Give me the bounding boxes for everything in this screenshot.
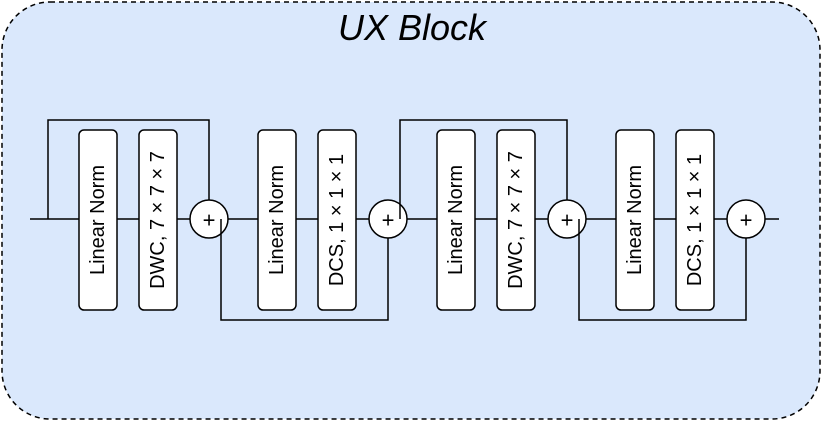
conv-label: DCS, 1 × 1 × 1 bbox=[684, 154, 706, 286]
add-symbol: + bbox=[203, 208, 216, 233]
conv-box bbox=[317, 129, 357, 311]
linear-norm-label: Linear Norm bbox=[266, 165, 288, 275]
linear-norm-label: Linear Norm bbox=[445, 165, 467, 275]
linear-norm-label: Linear Norm bbox=[624, 165, 646, 275]
stages-group: Linear Norm DWC, 7 × 7 × 7 + Linear Norm DCS… bbox=[30, 119, 779, 321]
conv-box bbox=[138, 129, 178, 311]
linear-norm-box bbox=[436, 129, 476, 311]
diagram-title: UX Block bbox=[338, 7, 488, 48]
conv-label: DWC, 7 × 7 × 7 bbox=[505, 151, 527, 289]
add-symbol: + bbox=[740, 208, 753, 233]
linear-norm-box bbox=[615, 129, 655, 311]
add-symbol: + bbox=[382, 208, 395, 233]
skip-connection bbox=[578, 219, 747, 321]
linear-norm-box bbox=[257, 129, 297, 311]
conv-box bbox=[496, 129, 536, 311]
linear-norm-box bbox=[78, 129, 118, 311]
skip-connection bbox=[220, 219, 389, 321]
conv-box bbox=[675, 129, 715, 311]
skip-connection bbox=[399, 119, 568, 219]
conv-label: DCS, 1 × 1 × 1 bbox=[326, 154, 348, 286]
conv-label: DWC, 7 × 7 × 7 bbox=[147, 151, 169, 289]
skip-connection bbox=[47, 119, 210, 219]
add-symbol: + bbox=[561, 208, 574, 233]
linear-norm-label: Linear Norm bbox=[87, 165, 109, 275]
